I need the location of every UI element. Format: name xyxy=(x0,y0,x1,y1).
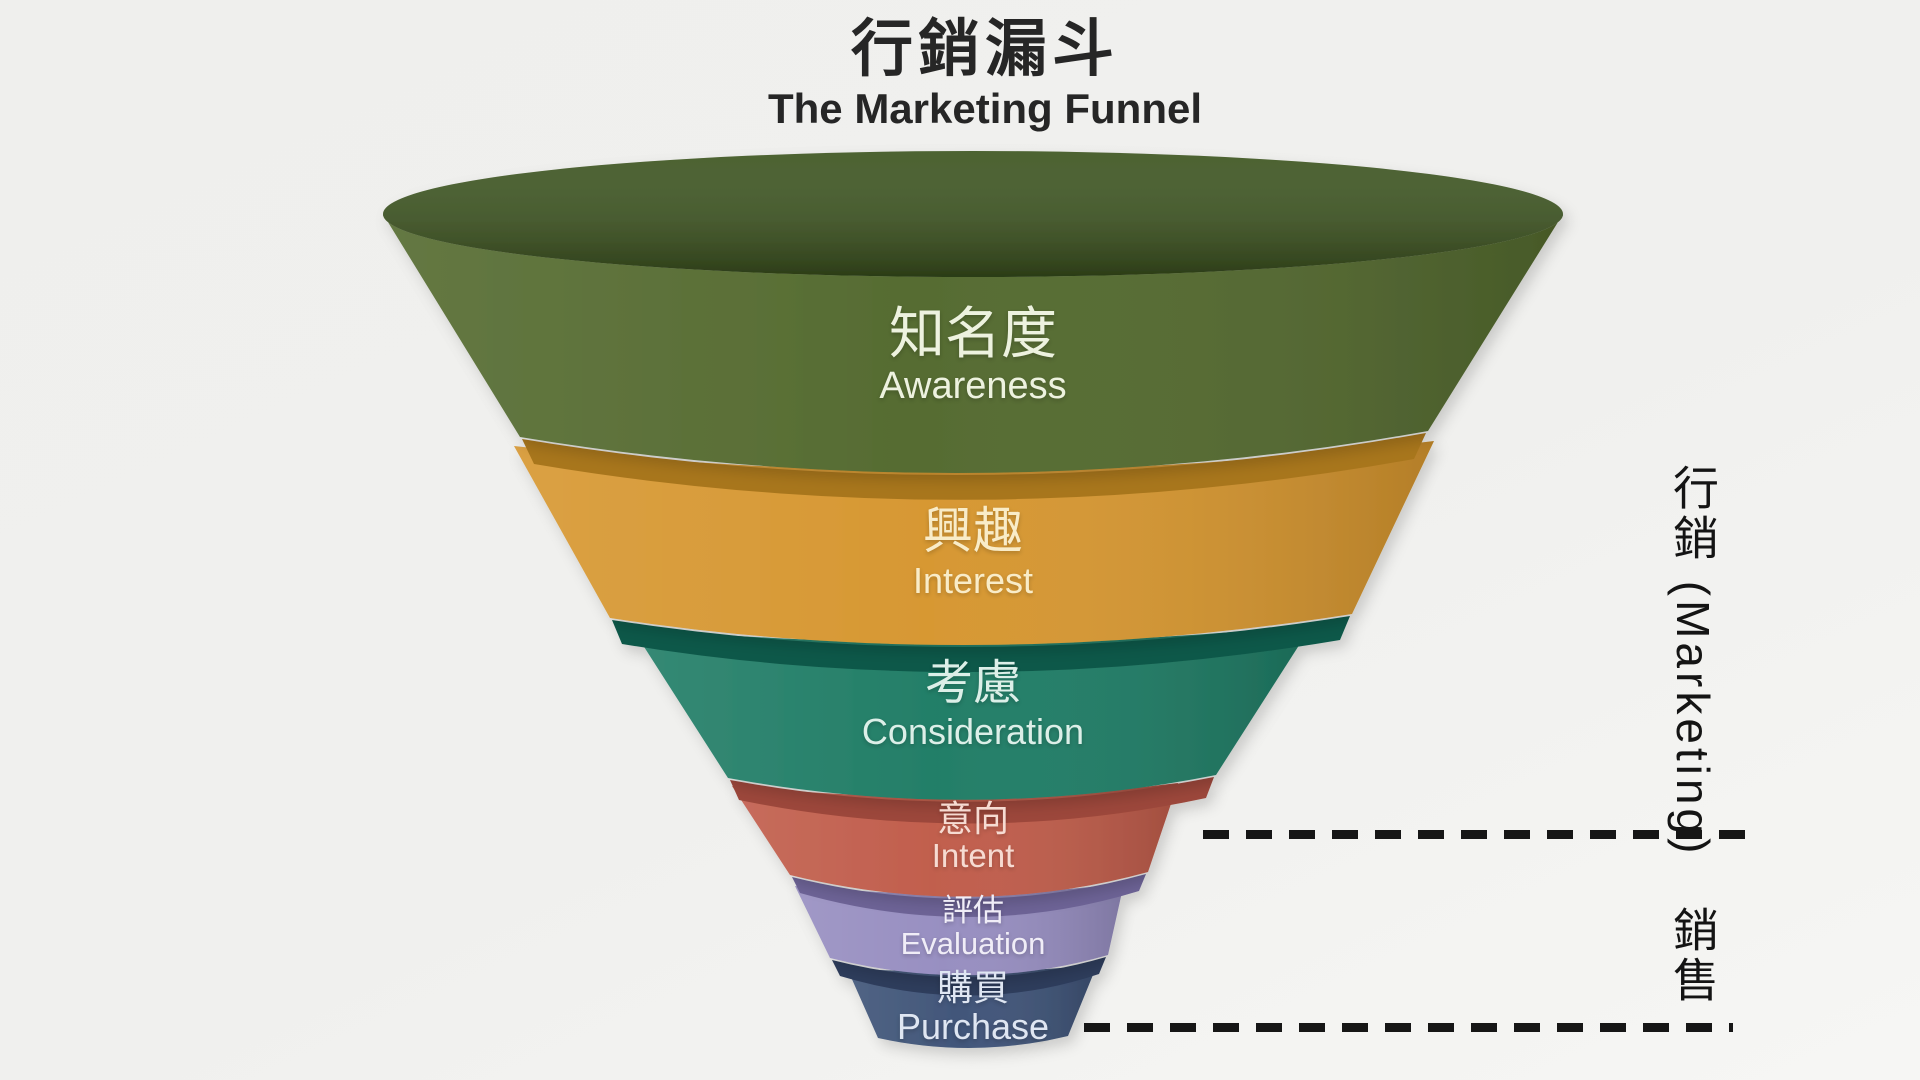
stage-interest-en: Interest xyxy=(912,560,1034,601)
stage-label-intent: 意向 Intent xyxy=(932,800,1015,874)
stage-consideration-en: Consideration xyxy=(861,711,1085,752)
consideration-shape-shading xyxy=(632,625,1312,800)
intent-top-shadow xyxy=(730,777,1214,824)
stage-purchase-zh: 購買 xyxy=(936,967,1009,1008)
marketing-boundary-dashed-line xyxy=(1203,830,1745,839)
stage-label-awareness: 知名度 Awareness xyxy=(879,302,1067,408)
funnel-stage-purchase xyxy=(832,957,1106,1049)
interest-shape-shading xyxy=(514,441,1434,646)
stage-intent-en: Intent xyxy=(931,837,1015,874)
awareness-funnel-opening-shading xyxy=(383,151,1563,277)
purchase-top-shadow xyxy=(832,957,1106,996)
interest-top-shadow xyxy=(522,433,1426,500)
stage-label-purchase: 購買 Purchase xyxy=(897,968,1049,1046)
funnel-stage-awareness xyxy=(383,151,1563,474)
stage-awareness-en: Awareness xyxy=(879,365,1067,407)
marketing-phase-label: 行銷 (Marketing) xyxy=(1667,464,1719,858)
awareness-shape-shading xyxy=(383,214,1563,474)
stage-evaluation-zh: 評估 xyxy=(942,893,1004,928)
funnel-stage-evaluation xyxy=(792,874,1146,976)
funnel-stage-interest xyxy=(514,433,1434,646)
funnel-stage-consideration xyxy=(612,616,1350,800)
sales-boundary-dashed-line xyxy=(1084,1023,1733,1032)
stage-purchase-en: Purchase xyxy=(896,1006,1050,1047)
page-title: 行銷漏斗 xyxy=(850,15,1119,84)
stage-label-interest: 興趣 Interest xyxy=(913,501,1033,601)
page-subtitle: The Marketing Funnel xyxy=(767,85,1203,132)
stage-interest-zh: 興趣 xyxy=(923,503,1023,559)
consideration-top-shadow xyxy=(612,616,1350,673)
stage-evaluation-en: Evaluation xyxy=(900,926,1046,961)
title-block: 行銷漏斗 The Marketing Funnel xyxy=(0,14,1920,132)
stage-intent-zh: 意向 xyxy=(936,798,1010,839)
stage-label-evaluation: 評估 Evaluation xyxy=(901,894,1046,961)
stage-consideration-zh: 考慮 xyxy=(924,657,1022,710)
sales-phase-label: 銷售 xyxy=(1667,906,1719,1006)
evaluation-top-shadow xyxy=(792,874,1146,918)
stage-awareness-zh: 知名度 xyxy=(888,302,1057,365)
funnel-stage-intent xyxy=(730,777,1214,897)
stage-label-consideration: 考慮 Consideration xyxy=(862,656,1084,752)
